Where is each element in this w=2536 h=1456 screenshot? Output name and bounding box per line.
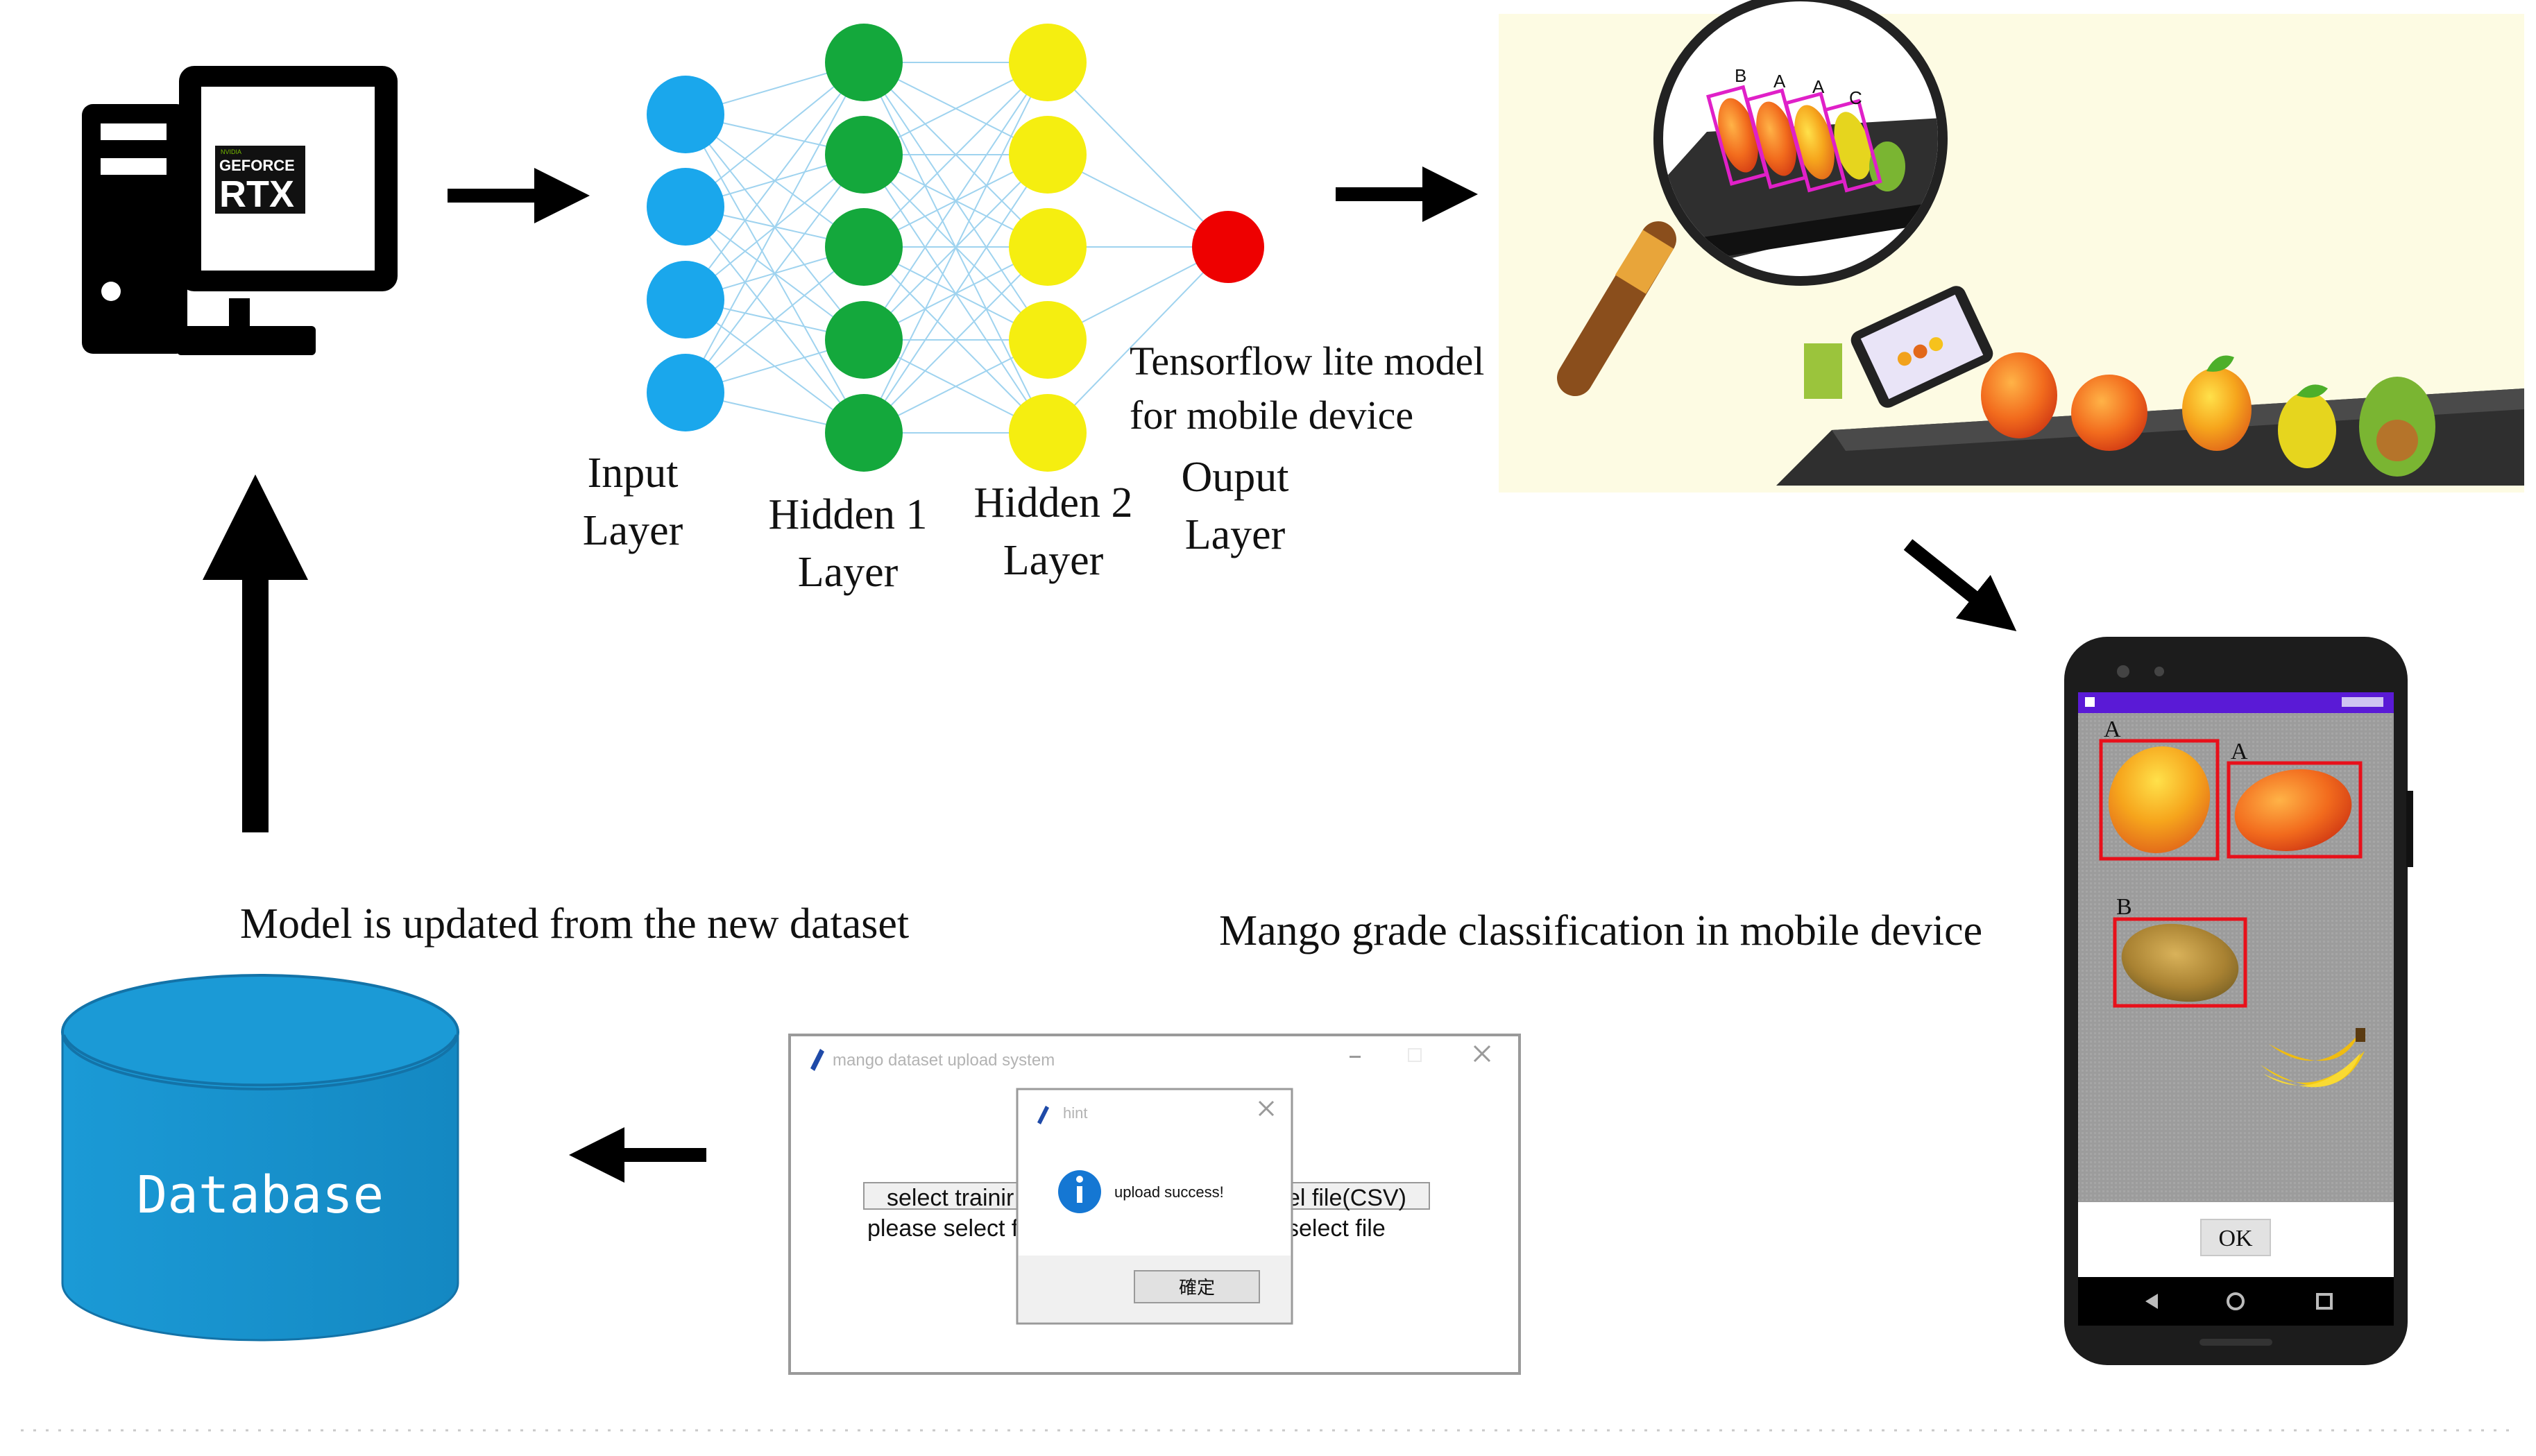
recents-icon[interactable] xyxy=(2316,1293,2333,1310)
input-layer-label-1: Input xyxy=(588,449,679,497)
inspection-scene: B A A C xyxy=(1499,0,2524,493)
status-text-left: please select f xyxy=(867,1215,1019,1242)
computer-icon: NVIDIA GEFORCE RTX xyxy=(82,66,398,355)
grade-label: A xyxy=(1812,76,1825,97)
dialog-message: upload success! xyxy=(1114,1183,1224,1201)
network-node xyxy=(647,168,724,246)
network-node xyxy=(1009,394,1087,472)
database-icon: Database xyxy=(61,974,459,1342)
network-node xyxy=(647,261,724,339)
upload-window: mango dataset upload system select train… xyxy=(788,1034,1521,1375)
network-node xyxy=(825,394,903,472)
neural-network xyxy=(647,24,1264,472)
back-icon[interactable] xyxy=(2145,1294,2158,1309)
gpu-badge-small: NVIDIA xyxy=(221,148,241,155)
gpu-badge-top: GEFORCE xyxy=(219,157,295,174)
network-edge xyxy=(685,62,865,300)
network-node xyxy=(1192,211,1264,283)
maximize-icon[interactable] xyxy=(1408,1048,1422,1062)
network-edge xyxy=(863,246,1048,434)
feather-icon xyxy=(1037,1106,1049,1124)
window-title: mango dataset upload system xyxy=(833,1051,1055,1070)
detection-label: A xyxy=(2231,739,2248,764)
dialog-close-icon[interactable] xyxy=(1258,1100,1275,1117)
network-edge xyxy=(1047,246,1229,434)
grade-label: A xyxy=(1773,71,1786,92)
model-caption-line2: for mobile device xyxy=(1130,393,1413,438)
input-layer-label-2: Layer xyxy=(583,507,683,554)
status-text-right: select file xyxy=(1287,1215,1386,1242)
mango-icon xyxy=(2278,392,2336,468)
phone-status-bar xyxy=(2078,692,2394,713)
grade-label: B xyxy=(1735,65,1746,86)
network-edge xyxy=(685,154,865,393)
database-label: Database xyxy=(137,1165,384,1225)
detection-label: A xyxy=(2104,717,2121,742)
confirm-button-label: 確定 xyxy=(1179,1277,1215,1298)
detection-label: B xyxy=(2116,894,2132,920)
detection-box xyxy=(2227,761,2363,859)
network-node xyxy=(1009,301,1087,379)
hand-icon xyxy=(1804,343,1842,399)
hidden2-layer-label-2: Layer xyxy=(1003,537,1104,584)
banana-icon xyxy=(2261,1028,2365,1088)
feather-icon xyxy=(810,1049,824,1071)
ok-button[interactable] xyxy=(2200,1219,2271,1256)
network-nodes xyxy=(647,24,1264,472)
close-icon[interactable] xyxy=(1473,1045,1491,1063)
network-node xyxy=(825,116,903,194)
phone-caption: Mango grade classification in mobile dev… xyxy=(1219,907,1982,954)
confirm-button[interactable] xyxy=(1134,1270,1260,1303)
home-icon[interactable] xyxy=(2227,1292,2245,1310)
network-edge xyxy=(1047,62,1229,248)
grade-label: C xyxy=(1849,87,1862,108)
output-layer-label-2: Layer xyxy=(1185,511,1286,558)
mango-icon xyxy=(2071,375,2147,451)
minimize-icon[interactable] xyxy=(1350,1056,1361,1058)
network-node xyxy=(825,24,903,101)
detection-box xyxy=(2099,739,2220,861)
network-edge xyxy=(863,62,1048,248)
select-file-button-label-left: select trainir xyxy=(887,1185,1014,1211)
window-titlebar xyxy=(791,1036,1518,1079)
hidden1-layer-label-1: Hidden 1 xyxy=(768,491,927,538)
hidden1-layer-label-2: Layer xyxy=(798,549,899,596)
network-edge xyxy=(863,62,1048,341)
network-edge xyxy=(685,62,865,393)
hint-dialog: hint upload success! 確定 xyxy=(1016,1088,1293,1325)
mango-icon xyxy=(1981,352,2057,438)
output-layer-label-1: Ouput xyxy=(1182,454,1289,501)
network-node xyxy=(1009,24,1087,101)
update-caption: Model is updated from the new dataset xyxy=(240,900,909,948)
ok-button-label: OK xyxy=(2218,1226,2253,1251)
mango-icon xyxy=(2182,368,2252,451)
network-node xyxy=(647,354,724,431)
network-node xyxy=(825,208,903,286)
dialog-title: hint xyxy=(1063,1104,1087,1122)
select-file-button-label-right: el file(CSV) xyxy=(1287,1185,1406,1211)
hidden2-layer-label-1: Hidden 2 xyxy=(973,479,1132,526)
network-edge xyxy=(863,154,1048,434)
model-caption-line1: Tensorflow lite model xyxy=(1130,339,1484,384)
network-node xyxy=(1009,116,1087,194)
mobile-phone: A A B OK xyxy=(2064,637,2413,1365)
network-node xyxy=(647,76,724,153)
phone-nav-bar xyxy=(2078,1277,2394,1326)
detection-box xyxy=(2113,917,2247,1008)
network-node xyxy=(825,301,903,379)
gpu-badge-main: RTX xyxy=(219,173,294,215)
network-edge xyxy=(863,62,1048,434)
arrow-scene-to-phone xyxy=(1903,539,2017,631)
network-node xyxy=(1009,208,1087,286)
